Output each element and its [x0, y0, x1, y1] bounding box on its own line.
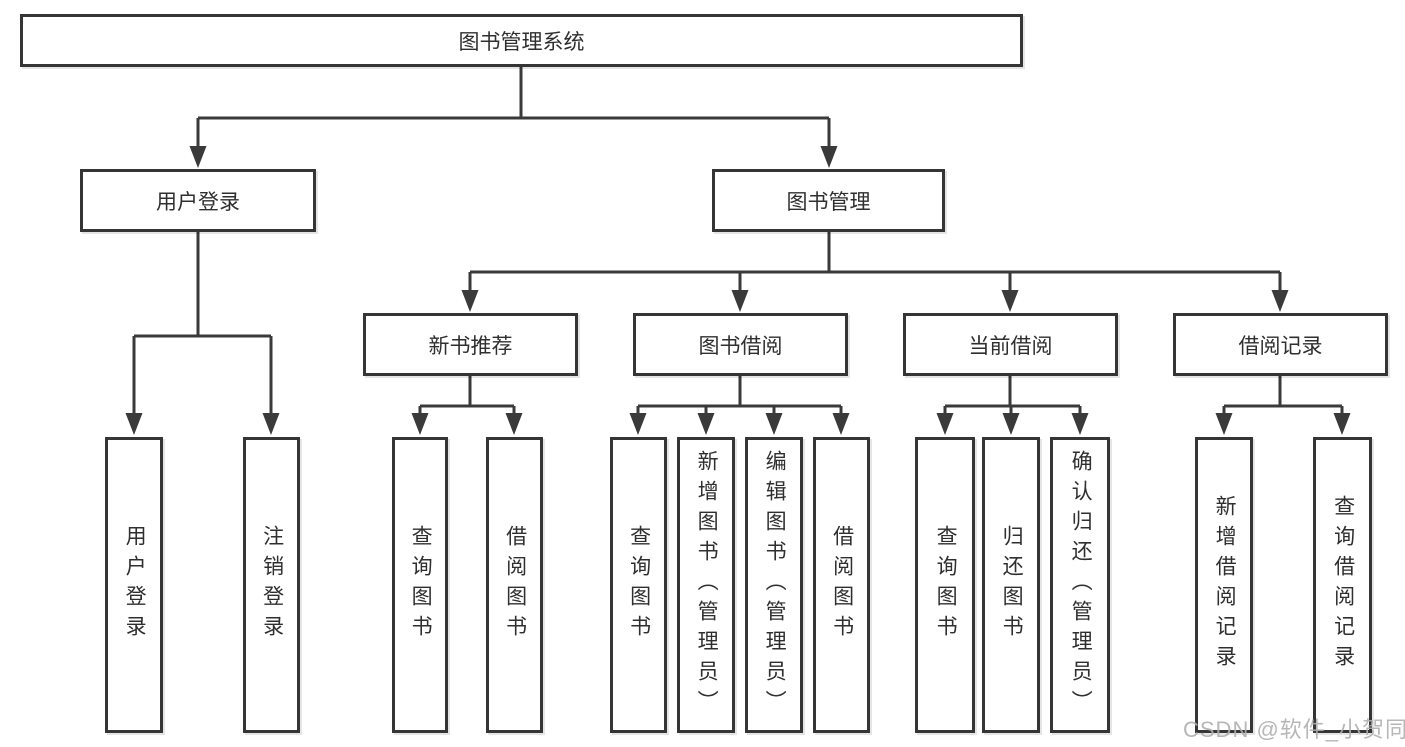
arrowhead-icon — [1215, 413, 1233, 435]
leaf-query-books-recommend: 查询图书 — [392, 437, 448, 733]
node-borrow-records: 借阅记录 — [1173, 313, 1388, 376]
arrowhead-icon — [189, 146, 207, 168]
leaf-add-borrow-record: 新增借阅记录 — [1195, 437, 1253, 733]
leaf-query-books-current: 查询图书 — [915, 437, 975, 733]
arrowhead-icon — [936, 413, 954, 435]
leaf-query-borrow-record-label: 查询借阅记录 — [1331, 495, 1355, 675]
arrowhead-icon — [731, 290, 749, 312]
node-book-management-label: 图书管理 — [786, 190, 871, 214]
leaf-confirm-return-admin: 确认归还（管理员） — [1050, 437, 1110, 733]
leaf-user-login-label: 用户登录 — [123, 525, 147, 645]
leaf-logout: 注销登录 — [243, 437, 300, 733]
arrowhead-icon — [411, 413, 429, 435]
node-root-label: 图书管理系统 — [458, 30, 585, 54]
arrowhead-icon — [1271, 290, 1289, 312]
leaf-borrow-books-recommend: 借阅图书 — [486, 437, 543, 733]
leaf-query-books-recommend-label: 查询图书 — [409, 525, 433, 645]
csdn-watermark: CSDN @软件_小贺同学 — [1183, 717, 1405, 742]
leaf-borrow-books-borrowing: 借阅图书 — [813, 437, 870, 733]
arrowhead-icon — [1333, 413, 1351, 435]
arrowhead-icon — [765, 413, 783, 435]
leaf-borrow-books-borrowing-label: 借阅图书 — [830, 525, 854, 645]
leaf-logout-label: 注销登录 — [260, 525, 284, 645]
arrowhead-icon — [505, 413, 523, 435]
node-current-borrowing: 当前借阅 — [903, 313, 1118, 376]
node-user-login-label: 用户登录 — [156, 190, 240, 214]
leaf-return-books: 归还图书 — [982, 437, 1040, 733]
arrowhead-icon — [697, 413, 715, 435]
leaf-edit-books-admin: 编辑图书（管理员） — [745, 437, 803, 733]
node-new-book-recommend: 新书推荐 — [363, 313, 578, 376]
leaf-add-borrow-record-label: 新增借阅记录 — [1213, 495, 1237, 675]
arrowhead-icon — [820, 146, 838, 168]
node-borrow-records-label: 借阅记录 — [1238, 334, 1323, 358]
arrowhead-icon — [629, 413, 647, 435]
arrowhead-icon — [262, 413, 280, 435]
node-book-borrowing: 图书借阅 — [633, 313, 848, 376]
leaf-edit-books-admin-label: 编辑图书（管理员） — [763, 450, 787, 720]
leaf-query-books-borrowing-label: 查询图书 — [627, 525, 651, 645]
node-book-borrowing-label: 图书借阅 — [698, 334, 783, 358]
leaf-return-books-label: 归还图书 — [1000, 525, 1024, 645]
arrowhead-icon — [832, 413, 850, 435]
arrowhead-icon — [125, 413, 143, 435]
leaf-add-books-admin: 新增图书（管理员） — [677, 437, 735, 733]
node-user-login: 用户登录 — [80, 169, 316, 232]
leaf-add-books-admin-label: 新增图书（管理员） — [695, 450, 719, 720]
arrowhead-icon — [1071, 413, 1089, 435]
leaf-borrow-books-recommend-label: 借阅图书 — [503, 525, 527, 645]
node-root: 图书管理系统 — [20, 14, 1023, 67]
leaf-query-borrow-record: 查询借阅记录 — [1313, 437, 1372, 733]
node-book-management: 图书管理 — [712, 169, 945, 232]
node-new-book-recommend-label: 新书推荐 — [428, 334, 513, 358]
leaf-confirm-return-admin-label: 确认归还（管理员） — [1069, 450, 1093, 720]
leaf-user-login: 用户登录 — [105, 437, 163, 733]
arrowhead-icon — [1001, 290, 1019, 312]
node-current-borrowing-label: 当前借阅 — [968, 334, 1053, 358]
leaf-query-books-borrowing: 查询图书 — [610, 437, 667, 733]
arrowhead-icon — [461, 290, 479, 312]
arrowhead-icon — [1002, 413, 1020, 435]
leaf-query-books-current-label: 查询图书 — [934, 525, 958, 645]
